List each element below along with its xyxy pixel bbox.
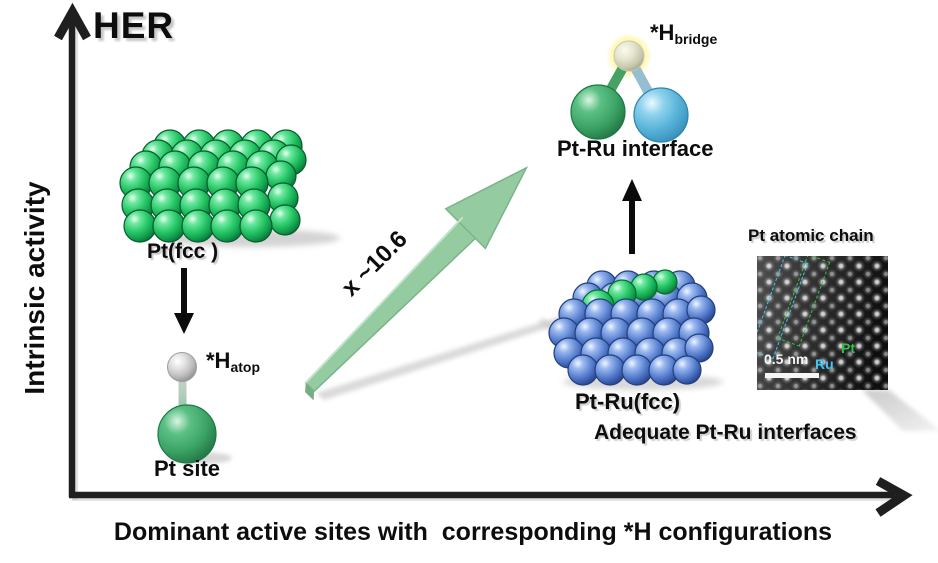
improvement-arrow-icon <box>304 166 529 401</box>
y-axis-label: Intrinsic activity <box>19 181 50 395</box>
interface-ru-sphere <box>633 87 689 143</box>
h-bridge-species: *H <box>650 20 675 45</box>
pt-sphere-grid <box>119 129 307 243</box>
pt-atom-sphere <box>157 404 217 464</box>
tem-image: Pt Ru 0.5 nm <box>757 256 888 390</box>
h-atop-species: *H <box>206 348 231 373</box>
scale-bar <box>765 373 819 378</box>
pt-site-label: Pt site <box>154 456 221 481</box>
adequate-interfaces-caption: Adequate Pt-Ru interfaces <box>594 421 857 444</box>
pt-ru-fcc-label: Pt-Ru(fcc) <box>575 389 681 414</box>
pt-ru-interface-model <box>570 29 689 143</box>
arrow-ground-shadow <box>316 312 579 400</box>
pt-ru-cluster-model <box>538 269 723 390</box>
tem-pt-label: Pt <box>841 340 855 356</box>
h-bridge-atom-sphere <box>613 40 645 72</box>
h-bridge-label: *Hbridge <box>650 20 717 47</box>
h-atop-label: *Hatop <box>206 348 260 375</box>
h-atop-subscript: atop <box>230 359 261 375</box>
h-bridge-subscript: bridge <box>674 31 718 47</box>
up-arrow-icon <box>622 179 642 254</box>
x-axis-arrowhead-icon <box>875 477 913 517</box>
figure-title: HER <box>93 5 175 46</box>
down-arrow-icon <box>174 268 194 334</box>
pt-fcc-cluster-model <box>119 129 340 247</box>
tem-shadow <box>862 390 938 431</box>
scale-bar-label: 0.5 nm <box>764 351 809 367</box>
h-atom-sphere <box>167 352 197 382</box>
y-axis-arrowhead-icon <box>54 2 91 41</box>
x-axis-label: Dominant active sites with corresponding… <box>113 518 833 546</box>
pt-ru-interface-label: Pt-Ru interface <box>557 136 714 161</box>
ru-sphere-grid-front <box>548 295 716 386</box>
tem-ru-label: Ru <box>815 356 834 372</box>
pt-site-model <box>157 352 232 464</box>
interface-pt-sphere <box>570 84 626 140</box>
tem-title: Pt atomic chain <box>748 226 874 245</box>
pt-fcc-label: Pt(fcc ) <box>147 240 219 263</box>
